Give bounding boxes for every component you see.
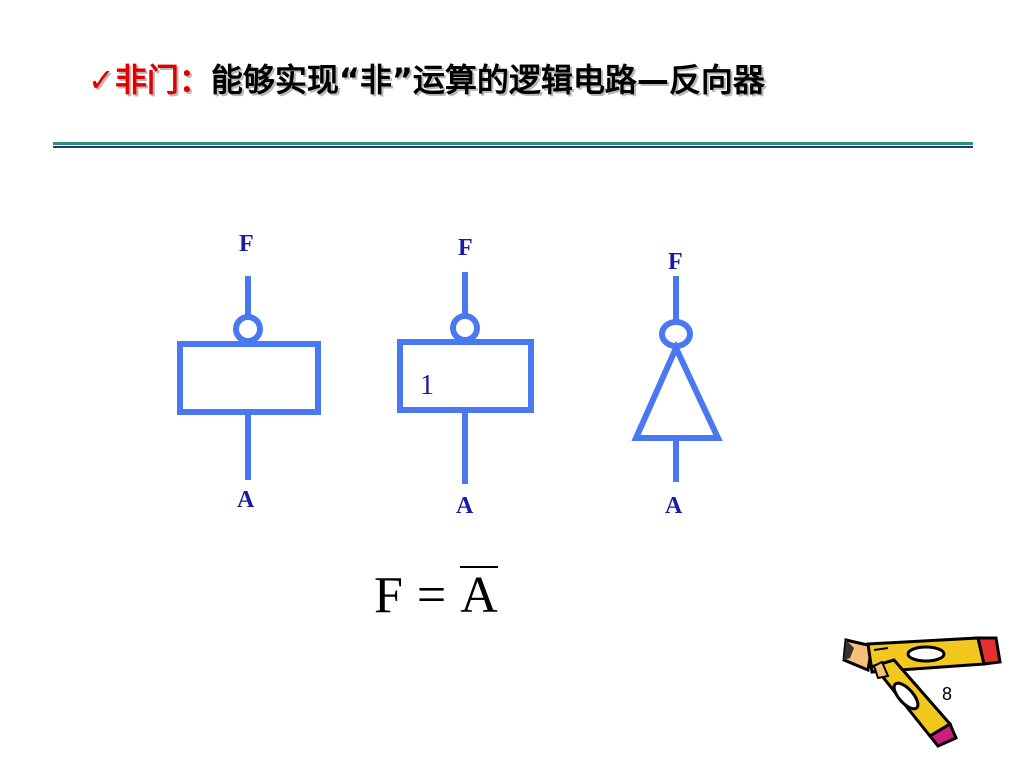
not-gate-diagrams: 1 bbox=[177, 272, 723, 484]
title-divider-shadow bbox=[53, 146, 973, 148]
title-text: 能够实现“非”运算的逻辑电路—反向器 bbox=[210, 61, 765, 99]
pencil-horizontal-icon bbox=[842, 636, 1002, 674]
gate1-input-label: A bbox=[237, 487, 255, 513]
formula-equals: = bbox=[416, 567, 447, 624]
gate2-output-label: F bbox=[458, 235, 473, 261]
gate3-input-label: A bbox=[665, 493, 683, 519]
page-number: 8 bbox=[942, 684, 953, 704]
not-gate-3 bbox=[631, 276, 723, 482]
formula-rhs-negated: A bbox=[460, 566, 498, 624]
not-gate-2 bbox=[397, 272, 534, 484]
formula-lhs: F bbox=[374, 567, 403, 624]
gate1-body bbox=[177, 341, 321, 415]
gate3-output-label: F bbox=[668, 249, 683, 275]
pencil-diagonal-icon bbox=[871, 658, 958, 748]
gate2-input-label: A bbox=[456, 493, 474, 519]
not-formula: F=A bbox=[374, 566, 498, 626]
slide-title: ✓非门：能够实现“非”运算的逻辑电路—反向器 bbox=[88, 58, 938, 102]
not-gate-1 bbox=[177, 276, 321, 480]
title-label: 非门： bbox=[114, 61, 211, 99]
gate1-inversion-bubble bbox=[233, 314, 263, 344]
gate3-triangle bbox=[631, 340, 723, 441]
pencils-clipart-icon bbox=[842, 636, 1002, 748]
gate2-symbol: 1 bbox=[420, 370, 434, 401]
title-divider bbox=[53, 142, 973, 145]
gate1-output-label: F bbox=[239, 231, 254, 257]
gate2-inversion-bubble bbox=[450, 313, 480, 343]
checkmark-icon: ✓ bbox=[88, 61, 115, 99]
